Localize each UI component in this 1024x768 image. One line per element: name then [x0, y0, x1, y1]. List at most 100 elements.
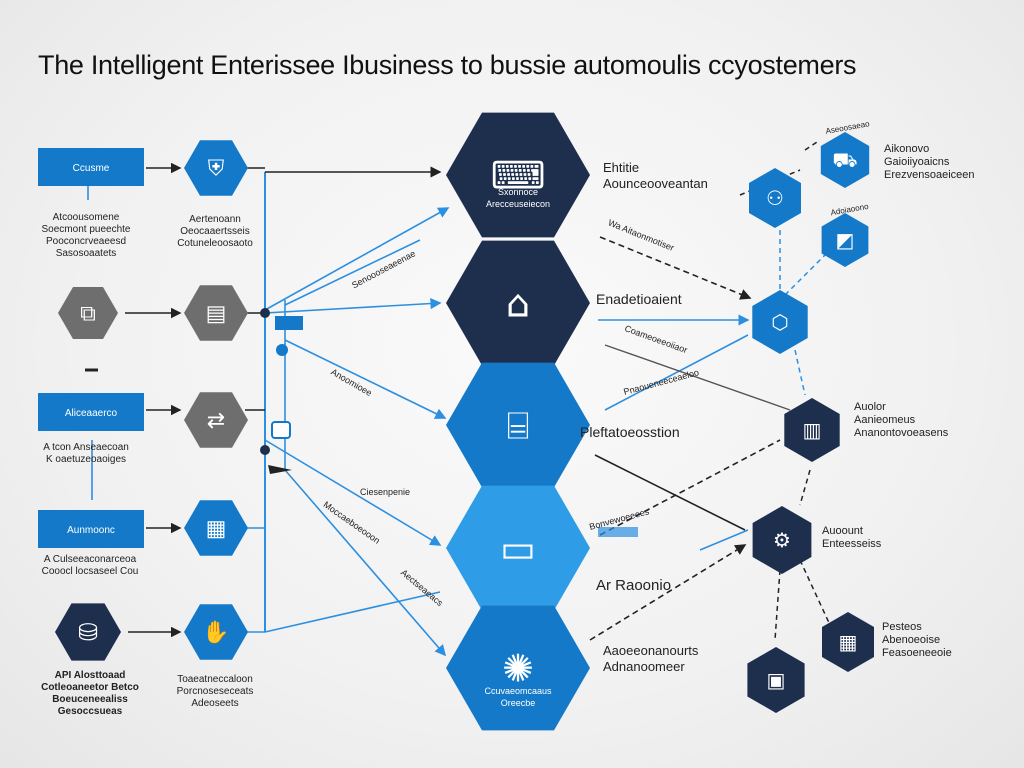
right-hex-box: ▣	[747, 647, 805, 713]
mid-hex-shield: ⛨	[184, 140, 248, 196]
sublabel-line: Oreecbe	[501, 698, 536, 708]
center-label: Enadetioaient	[596, 291, 682, 307]
center-hex-home: ⌂	[446, 240, 590, 366]
mid-hex-hand: ✋	[184, 604, 248, 660]
right-hex-grid-shape	[784, 398, 840, 462]
center-label-line: Pleftatoeosstion	[580, 424, 680, 440]
left-text-block-line: Boeuceneealiss	[52, 694, 128, 705]
left-text-block-line: Sasosoaatets	[56, 248, 117, 259]
center-label-line: Aounceooveantan	[603, 176, 708, 191]
left-box-shape	[38, 510, 144, 548]
left-text-block-line: A Culseeaconarceoa	[44, 554, 137, 565]
center-hex-home-shape	[446, 240, 590, 366]
right-hexes: ⛟⚇◩⬡▥⚙▦▣	[747, 132, 874, 713]
right-hex-truck: ⛟	[820, 132, 870, 188]
center-label-line: Enadetioaient	[596, 291, 682, 307]
mid-text-block-line: Porcnoseseceats	[177, 686, 254, 697]
center-label: Pleftatoeosstion	[580, 424, 680, 440]
left-text-block-line: API Alosttoaad	[55, 670, 126, 681]
right-hex-cube-shape	[752, 290, 808, 354]
right-hex-box-shape	[747, 647, 805, 713]
center-label-line: Ehtitie	[603, 160, 639, 175]
right-label-line: Enteesseiss	[822, 538, 882, 550]
mid-text-block-line: Oeocaaertsseis	[180, 226, 249, 237]
mid-hex-exchange-shape	[184, 392, 248, 448]
left-hex-database-shape	[55, 603, 121, 661]
mid-hex-clipboard-shape	[184, 285, 248, 341]
left-text-block-line: Soecmont pueechte	[42, 224, 131, 235]
connector-label: Aectseaeacs	[399, 567, 445, 608]
connector-label: Pnaoueneeceaeloo	[622, 367, 700, 397]
sublabel-line: Sxonnoce	[498, 187, 538, 197]
left-text-block-line: K oaetuzeoaoiges	[46, 454, 126, 465]
box-icon: ▣	[767, 668, 786, 692]
document-icon: ⧉	[80, 302, 96, 327]
right-tag: Aseoosaeao	[825, 119, 871, 136]
grid-icon: ▥	[803, 418, 822, 442]
right-label-line: Erezvensoaeiceen	[884, 169, 975, 181]
right-tag: Adoiaoono	[830, 202, 870, 218]
computer-icon: ▭	[500, 526, 536, 570]
center-hex-building-shape	[446, 362, 590, 488]
mid-hex-shield-shape	[184, 140, 248, 196]
files-icon: ▦	[206, 517, 227, 542]
center-hex-network-shape	[446, 605, 590, 731]
left-box: Ccusme	[38, 148, 144, 186]
connector-label: Anoomioee	[329, 367, 373, 398]
mid-hex-clipboard: ▤	[184, 285, 248, 341]
mid-text-block-line: Adeoseets	[191, 698, 238, 709]
right-label-line: Auoount	[822, 525, 863, 537]
building-icon: ⌸	[507, 403, 530, 447]
mid-text-block-line: Aertenoann	[189, 214, 241, 225]
right-hex-gear-shape	[752, 506, 812, 574]
center-hex-building: ⌸	[446, 362, 590, 488]
hand-icon: ✋	[202, 620, 229, 646]
network-icon: ✺	[502, 646, 534, 690]
left-text-block-line: Cotleoaneetor Betco	[41, 682, 139, 693]
center-label: Ar Raoonio	[596, 577, 671, 594]
database-icon: ⛁	[78, 618, 98, 646]
left-text-block-line: Atcoousomene	[53, 212, 120, 223]
center-hex-computer-shape	[446, 485, 590, 611]
left-box-label: Aunmoonc	[67, 525, 115, 536]
sublabel-line: Arecceuseiecon	[486, 199, 550, 209]
left-box-label: Aliceaaerco	[65, 408, 118, 419]
right-hex-chart: ◩	[821, 213, 869, 267]
clipboard-icon: ▤	[206, 302, 227, 327]
connector-lines	[85, 139, 831, 657]
right-label-line: Gaioiiyoaicns	[884, 156, 950, 168]
left-hex-database: ⛁	[55, 603, 121, 661]
left-box-shape	[38, 148, 144, 186]
truck-icon: ⛟	[832, 148, 857, 172]
right-hex-gear: ⚙	[752, 506, 812, 574]
people-icon: ⚇	[766, 186, 784, 210]
analytics-icon: ⌨	[491, 153, 546, 197]
right-hex-map-shape	[822, 612, 874, 672]
mid-text-block-line: Toaeatneccaloon	[177, 674, 253, 685]
right-label-line: Ananontovoeasens	[854, 427, 949, 439]
gear-icon: ⚙	[773, 528, 791, 552]
left-text-block-line: Gesoccsueas	[58, 706, 123, 717]
map-icon: ▦	[839, 630, 858, 654]
right-label-line: Auolor	[854, 401, 886, 413]
right-label-line: Aanieomeus	[854, 414, 916, 426]
connector-label: Wa Aitaonmotiser	[607, 217, 676, 253]
right-hex-map: ▦	[822, 612, 874, 672]
right-label-line: Feasoeneeoie	[882, 647, 952, 659]
